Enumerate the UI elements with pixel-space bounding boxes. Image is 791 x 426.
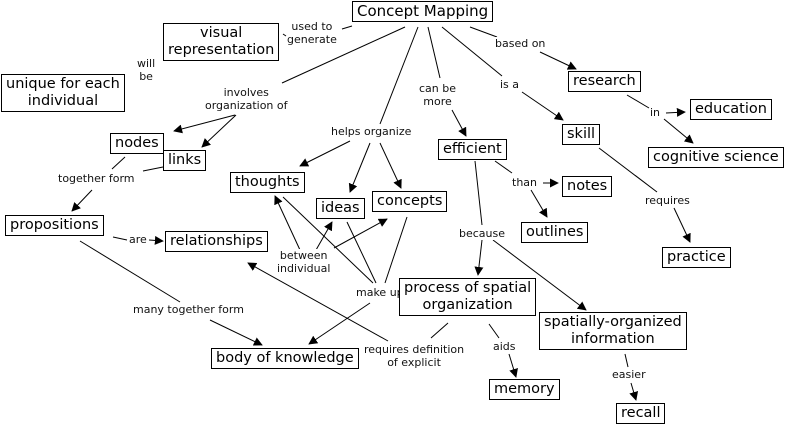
connector <box>299 140 351 167</box>
link-label-aids: aids <box>493 340 516 353</box>
connector <box>201 114 237 148</box>
connector <box>341 25 353 30</box>
link-label-between-individual: between individual <box>277 249 331 275</box>
concept-process-of-spatial-organization[interactable]: process of spatial organization <box>399 278 537 316</box>
concept-education[interactable]: education <box>690 99 772 120</box>
connector <box>142 166 164 172</box>
concept-spatially-organized-information[interactable]: spatially-organized information <box>539 312 687 350</box>
connector <box>427 26 441 79</box>
link-label-can-be-more: can be more <box>419 82 457 108</box>
link-label-in: in <box>650 106 661 119</box>
concept-unique-for-each-individual[interactable]: unique for each individual <box>1 74 125 112</box>
connector <box>308 302 371 345</box>
connector <box>530 189 548 218</box>
connector <box>384 216 408 284</box>
connector <box>488 323 500 339</box>
connector <box>333 218 388 249</box>
link-label-are: are <box>129 233 147 246</box>
link-label-will-be: will be <box>137 57 156 83</box>
link-label-many-together-form: many together form <box>133 303 244 316</box>
concept-recall[interactable]: recall <box>616 403 666 424</box>
link-label-involves-organization-of: involves organization of <box>205 86 288 112</box>
link-label-is-a: is a <box>500 78 520 91</box>
connector <box>663 118 694 144</box>
concept-research[interactable]: research <box>568 71 641 92</box>
concept-propositions[interactable]: propositions <box>5 215 104 236</box>
connector <box>492 239 587 311</box>
connector <box>441 26 503 77</box>
connector <box>379 26 419 125</box>
concept-outlines[interactable]: outlines <box>521 222 589 243</box>
concept-notes[interactable]: notes <box>562 176 613 197</box>
connector <box>469 26 498 38</box>
link-label-helps-organize: helps organize <box>331 125 412 138</box>
connector <box>598 147 658 193</box>
link-label-requires: requires <box>645 194 690 207</box>
link-label-together-form: together form <box>58 172 135 185</box>
link-label-because: because <box>459 227 506 240</box>
connector <box>79 240 181 303</box>
connector <box>274 195 301 251</box>
concept-skill[interactable]: skill <box>562 124 601 145</box>
connector <box>111 156 126 170</box>
link-label-requires-definition: requires definition of explicit <box>364 343 465 369</box>
connector <box>112 236 128 241</box>
connector <box>521 91 564 121</box>
concept-concept-mapping[interactable]: Concept Mapping <box>352 1 494 22</box>
link-label-easier: easier <box>612 368 646 381</box>
connector <box>673 207 691 243</box>
connector <box>665 107 686 117</box>
connector <box>474 239 484 276</box>
connector <box>282 33 287 37</box>
connector <box>626 94 650 109</box>
concept-nodes[interactable]: nodes <box>110 133 164 154</box>
concept-thoughts[interactable]: thoughts <box>230 172 305 193</box>
concept-memory[interactable]: memory <box>489 379 560 400</box>
link-label-used-to-generate: used to generate <box>287 20 337 46</box>
connector <box>348 142 371 193</box>
concept-concepts[interactable]: concepts <box>372 191 448 212</box>
concept-practice[interactable]: practice <box>662 247 731 268</box>
connector <box>508 353 518 378</box>
link-label-based-on: based on <box>495 37 546 50</box>
concept-cognitive-science[interactable]: cognitive science <box>648 147 784 168</box>
link-label-make-up: make up <box>356 286 399 299</box>
connector <box>451 109 467 137</box>
connector <box>539 51 577 70</box>
connector <box>173 114 236 134</box>
connector <box>430 322 449 339</box>
concept-efficient[interactable]: efficient <box>438 139 507 160</box>
connector <box>379 142 402 189</box>
connector <box>474 160 483 226</box>
connector <box>71 189 93 212</box>
connector <box>629 382 639 401</box>
connector <box>209 319 263 346</box>
connector <box>148 235 164 245</box>
concept-ideas[interactable]: ideas <box>316 198 365 219</box>
link-label-than: than <box>512 176 537 189</box>
concept-links[interactable]: links <box>163 150 207 171</box>
connector <box>624 353 629 368</box>
concept-relationships[interactable]: relationships <box>165 231 268 252</box>
concept-body-of-knowledge[interactable]: body of knowledge <box>211 348 359 369</box>
connector <box>282 196 374 284</box>
connector <box>346 221 377 284</box>
connector <box>494 160 513 174</box>
concept-visual-representation[interactable]: visual representation <box>163 23 280 61</box>
connector <box>281 26 406 84</box>
connector <box>247 262 389 342</box>
